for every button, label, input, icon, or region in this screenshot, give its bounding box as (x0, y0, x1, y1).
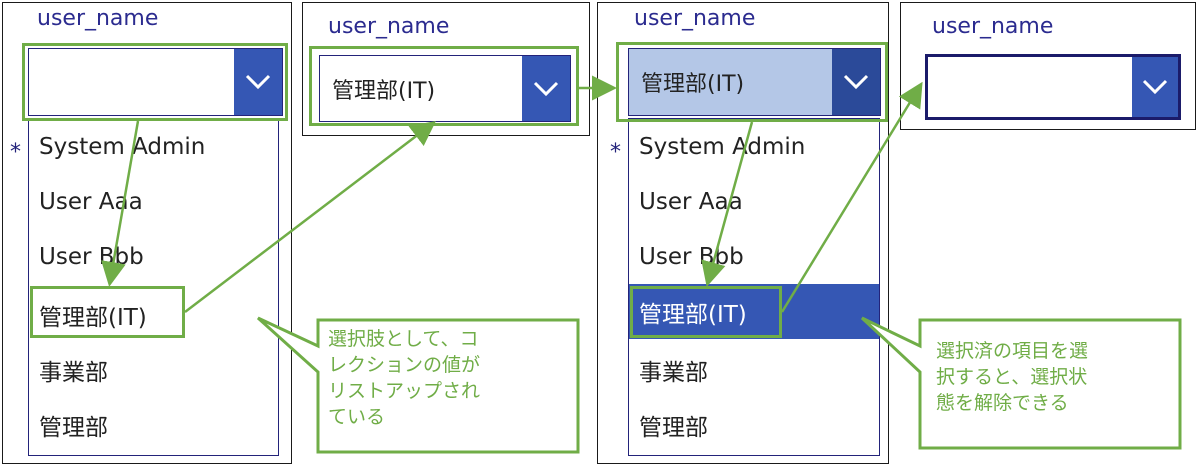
field-label: user_name (37, 6, 159, 31)
list-item[interactable]: 管理部 (639, 414, 708, 441)
user-name-dropdown[interactable] (28, 48, 283, 116)
field-label: user_name (932, 14, 1054, 39)
dropdown-button[interactable] (1132, 57, 1178, 117)
callout-line: 選択肢として、コ (328, 328, 479, 350)
chevron-down-icon (533, 81, 559, 96)
callout-right-text: 選択済の項目を選 択すると、選択状 態を解除できる (936, 338, 1088, 416)
dropdown-button[interactable] (234, 49, 282, 115)
field-label: user_name (328, 14, 450, 39)
dropdown-value: 管理部(IT) (641, 72, 745, 97)
dropdown-button[interactable] (832, 49, 880, 115)
callout-line: 態を解除できる (936, 392, 1069, 414)
user-name-dropdown[interactable] (925, 54, 1181, 120)
list-item-selected[interactable]: 管理部(IT) (629, 284, 879, 339)
dropdown-value: 管理部(IT) (332, 78, 436, 104)
list-item[interactable]: User Aaa (639, 188, 743, 215)
chevron-down-icon (245, 74, 271, 90)
list-item[interactable]: System Admin (39, 133, 206, 160)
arrow-icon (101, 75, 923, 313)
list-item[interactable]: System Admin (639, 133, 806, 160)
chevron-down-icon (843, 74, 869, 90)
dropdown-button[interactable] (522, 56, 570, 121)
list-item[interactable]: 事業部 (639, 359, 708, 386)
list-item[interactable]: 管理部(IT) (39, 304, 147, 331)
user-name-dropdown[interactable]: 管理部(IT) (319, 55, 571, 122)
field-label: user_name (634, 6, 756, 31)
list-item[interactable]: User Bbb (39, 243, 144, 270)
chevron-down-icon (1142, 79, 1168, 95)
user-name-dropdown[interactable]: 管理部(IT) (628, 48, 881, 116)
required-marker: * (610, 140, 621, 165)
callout-line: ている (328, 406, 386, 428)
callout-line: レクションの値が (328, 354, 481, 376)
callout-line: リストアップされ (328, 380, 481, 402)
callout-right-shape (860, 316, 1182, 450)
callout-line: 択すると、選択状 (936, 366, 1088, 388)
list-item[interactable]: 管理部 (39, 414, 108, 441)
list-item[interactable]: 事業部 (39, 359, 108, 386)
callout-left-shape (256, 316, 580, 454)
required-marker: * (10, 140, 21, 165)
callout-line: 選択済の項目を選 (936, 340, 1089, 362)
list-item[interactable]: User Bbb (639, 243, 744, 270)
callout-left-text: 選択肢として、コ レクションの値が リストアップされ ている (328, 326, 480, 430)
